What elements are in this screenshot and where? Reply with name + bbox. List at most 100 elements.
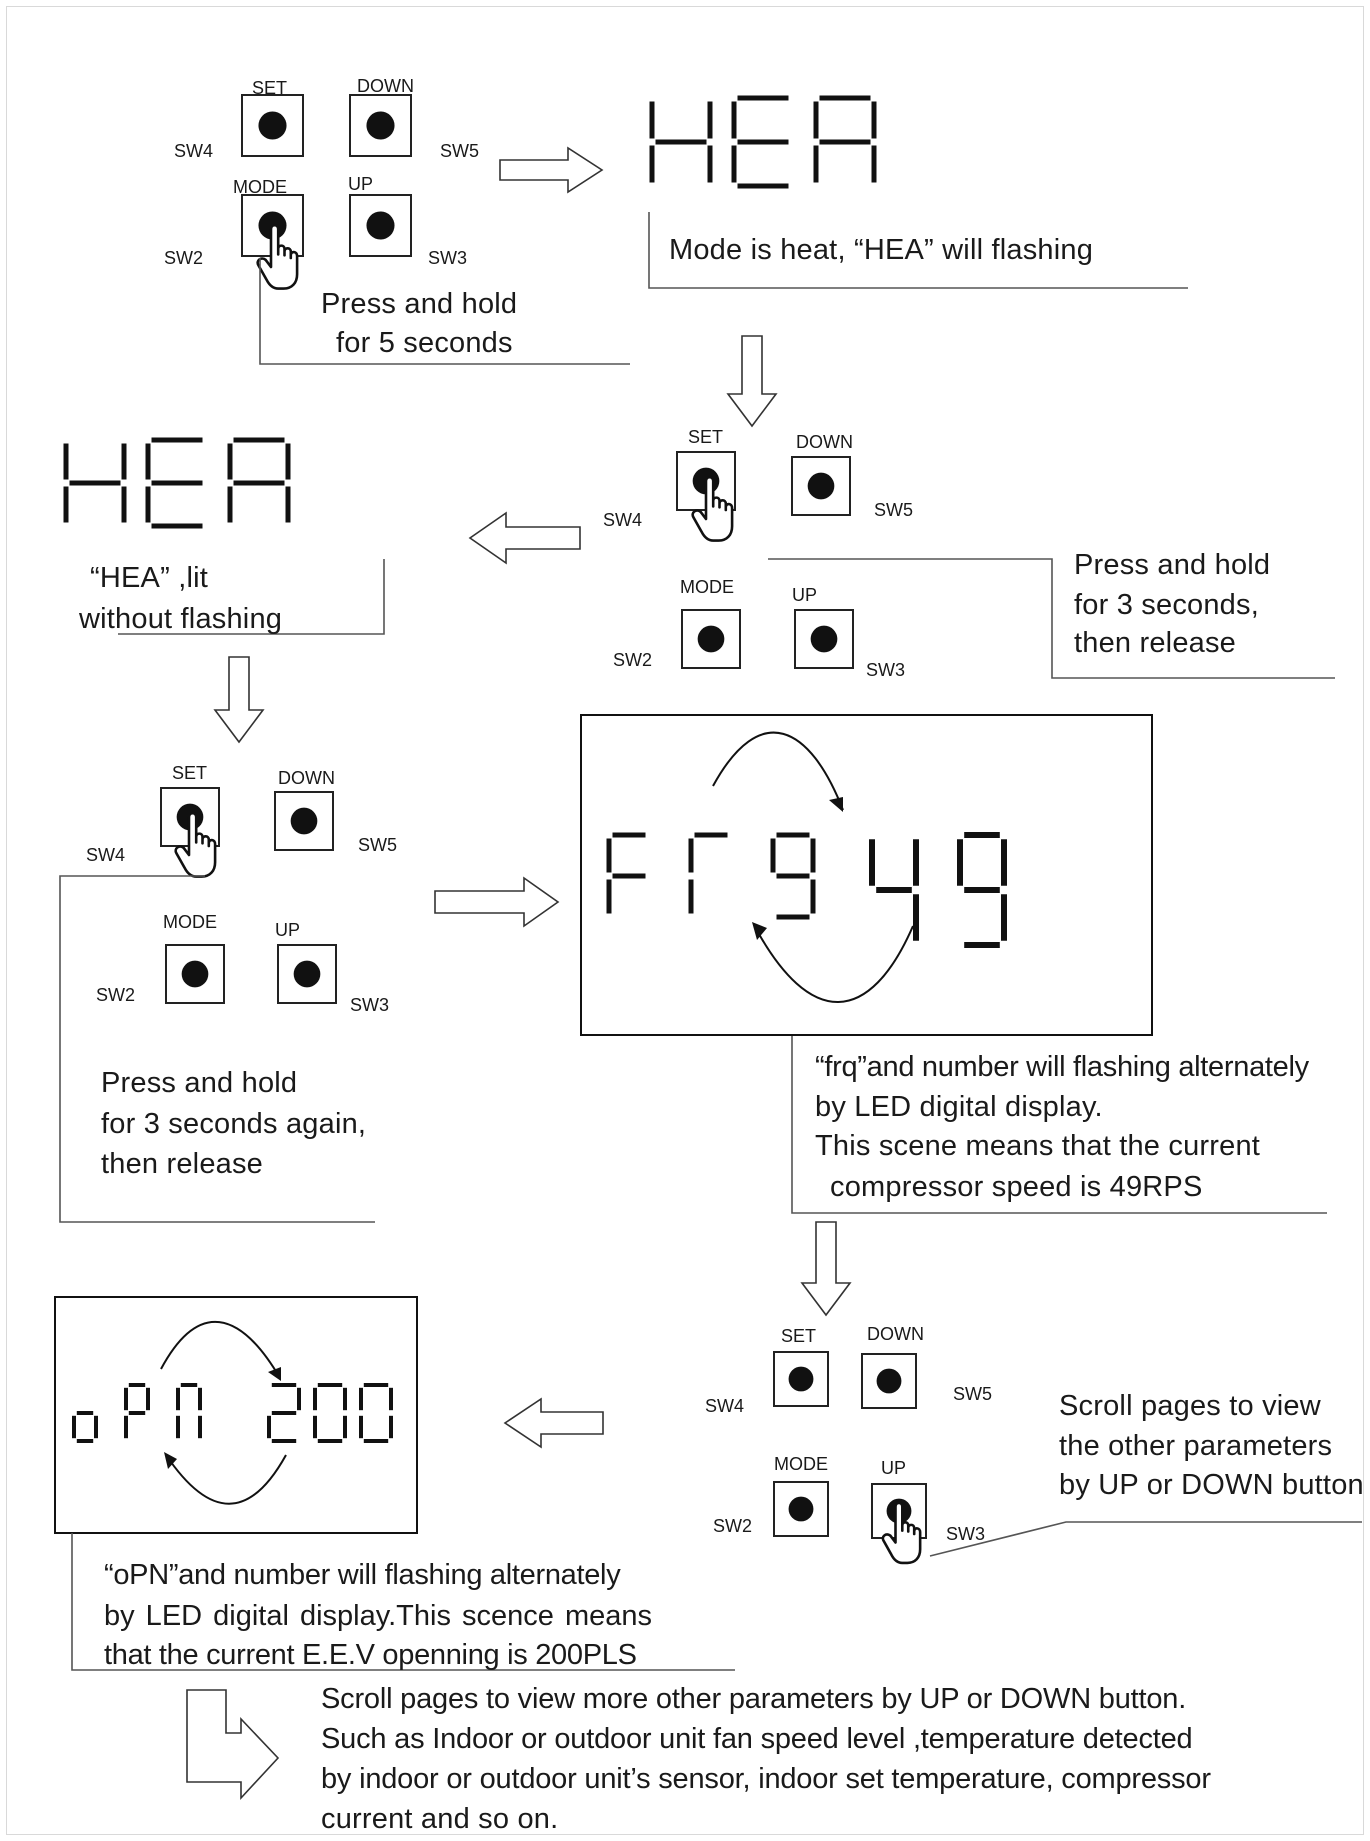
opn-bracket [71,1533,735,1671]
c3-up-label: UP [275,920,301,940]
press-5s-caption-line1: Press and hold [321,288,518,320]
scroll-caption-line1: Scroll pages to view [1059,1390,1321,1422]
arrow-elbow-to-more-params [186,1689,280,1801]
scroll-params-leader [929,1521,1362,1557]
c1-sw3-label: SW3 [428,248,468,268]
frq-caption-line4: compressor speed is 49RPS [830,1171,1203,1203]
opn-caption-line3: that the current E.E.V openning is 200PL… [104,1639,637,1671]
c2-hand-pointer-icon [691,475,734,542]
c4-hand-pointer-icon [881,1501,922,1565]
c3-sw4-label: SW4 [86,845,126,865]
c2-sw4-label: SW4 [603,510,643,530]
opn-cycle-arrowhead-bottom [164,1452,177,1469]
c1-up-label: UP [348,174,374,194]
frq-display-panel [580,714,1153,1036]
button-cluster-2 [676,451,854,669]
hea-lit-caption-line2: without flashing [79,603,283,635]
c1-set-label: SET [252,78,288,98]
frq-caption-line3: This scene means that the current [815,1130,1261,1162]
c3-sw5-label: SW5 [358,835,398,855]
more-caption-line4: current and so on. [321,1803,559,1835]
c4-sw3-label: SW3 [946,1524,986,1544]
c3-up-button-dot [293,960,321,988]
frq-caption-line1: “frq”and number will flashing alternatel… [815,1051,1309,1083]
frq-bracket [791,1036,1327,1214]
arrow-down-to-cluster4 [800,1221,852,1317]
hea-display-left [63,437,291,529]
c4-set-label: SET [781,1326,817,1346]
frq-display-frame [580,714,1153,1036]
callout-lines [59,212,1362,1671]
c3-hand-pointer-icon [174,811,217,878]
more-caption-line3: by indoor or outdoor unit’s sensor, indo… [321,1763,1211,1795]
more-caption-line2: Such as Indoor or outdoor unit fan speed… [321,1723,1193,1755]
button-cluster-1 [241,94,412,290]
c3-mode-label: MODE [163,912,217,932]
press-5s-caption-line2: for 5 seconds [336,327,513,359]
c2-set-label: SET [688,427,724,447]
c4-up-label: UP [881,1458,907,1478]
arrow-to-frq-display [434,876,560,928]
c4-sw2-label: SW2 [713,1516,753,1536]
c2-mode-button-dot [697,625,725,653]
page-border [6,6,1364,1835]
opn-cycle-arrow-top [160,1320,281,1379]
c1-set-button-frame [241,94,304,157]
opn-display-panel [54,1296,418,1534]
c4-sw4-label: SW4 [705,1396,745,1416]
opn-display-frame [54,1296,418,1534]
flow-arrows [186,146,852,1801]
c2-sw2-label: SW2 [613,650,653,670]
arrow-down-to-cluster2 [726,335,778,428]
hea-display-top [649,95,877,189]
press-3s-caption-line3: then release [1074,627,1237,659]
c2-down-label: DOWN [796,432,853,452]
press-3s-again-caption-line3: then release [101,1148,264,1180]
button-cluster-4 [773,1351,927,1565]
c1-down-label: DOWN [357,76,414,96]
c4-down-label: DOWN [867,1324,924,1344]
c2-up-label: UP [792,585,818,605]
c1-mode-label: MODE [233,177,287,197]
more-caption-line1: Scroll pages to view more other paramete… [321,1683,1187,1715]
press-3s-again-caption-line2: for 3 seconds again, [101,1108,367,1140]
c3-sw2-label: SW2 [96,985,136,1005]
c1-hand-pointer-icon [256,223,299,290]
arrow-down-to-cluster3 [213,656,265,744]
mode-heat-bracket [648,212,1188,289]
arrow-to-opn-display [503,1397,604,1449]
opn-caption-line2: by LED digital display.This scence means [104,1600,652,1632]
c2-up-button-dot [810,625,838,653]
frq-cycle-arrowhead-top [829,797,843,812]
c1-set-button-dot [258,111,287,140]
scroll-caption-line2: the other parameters [1059,1430,1333,1462]
press-3s-again-caption-line1: Press and hold [101,1067,298,1099]
c1-up-button-dot [366,211,395,240]
mode-heat-caption: Mode is heat, “HEA” will flashing [669,234,1094,266]
c3-sw3-label: SW3 [350,995,390,1015]
c4-set-button-dot [788,1366,814,1392]
c4-down-button-dot [876,1368,902,1394]
c2-sw5-label: SW5 [874,500,914,520]
c1-sw5-label: SW5 [440,141,480,161]
c4-sw5-label: SW5 [953,1384,993,1404]
c3-down-button-dot [290,807,318,835]
c1-sw2-label: SW2 [164,248,204,268]
c2-mode-label: MODE [680,577,734,597]
frq-cycle-arrow-bottom [753,924,914,1003]
c1-down-button-dot [366,111,395,140]
opn-caption-line1: “oPN”and number will flashing alternatel… [104,1559,621,1591]
scroll-caption-line3: by UP or DOWN button [1059,1469,1364,1501]
press-3s-again-bracket [59,875,375,1223]
press-3s-caption-line2: for 3 seconds, [1074,589,1259,621]
frq-caption-line2: by LED digital display. [815,1091,1103,1123]
c1-sw4-label: SW4 [174,141,214,161]
opn-cycle-arrow-bottom [165,1454,287,1505]
c3-down-label: DOWN [278,768,335,788]
c4-mode-button-dot [788,1496,814,1522]
arrow-to-hea-top [499,146,604,194]
button-cluster-3 [160,787,337,1004]
frq-cycle-arrow-top [712,731,844,811]
